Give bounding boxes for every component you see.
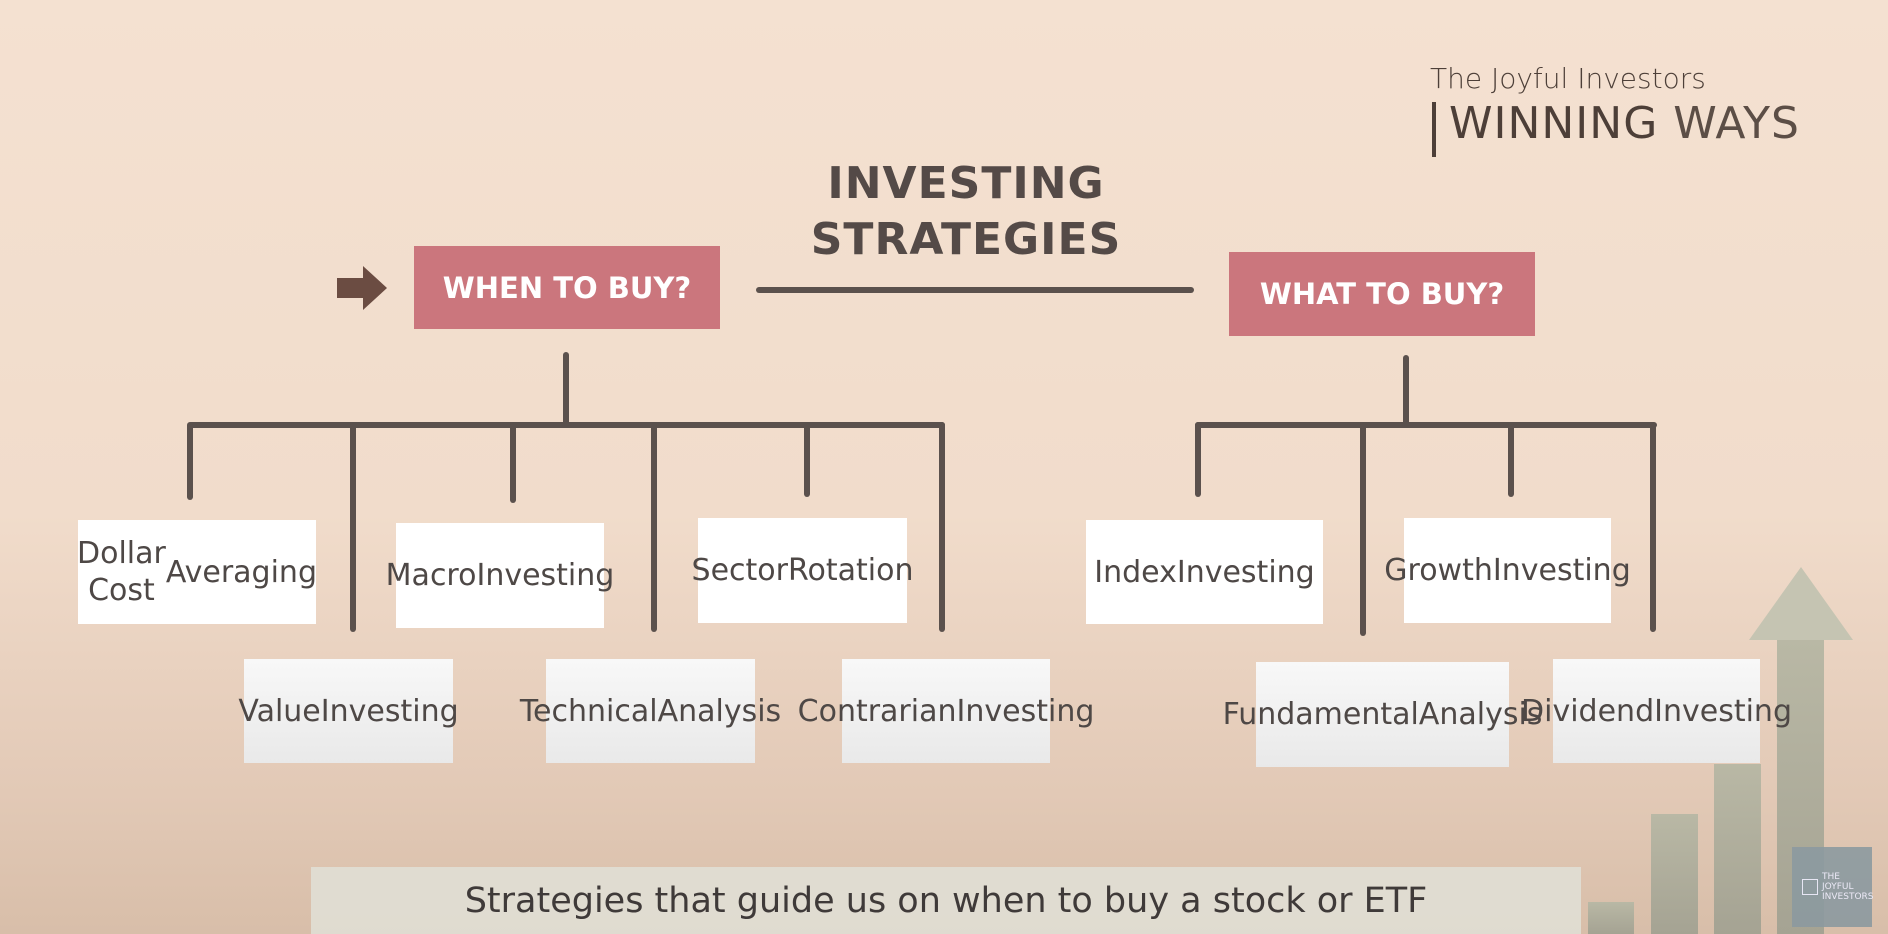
- tree-line: [563, 352, 569, 428]
- caption-subtitle: Strategies that guide us on when to buy …: [311, 867, 1581, 934]
- logo-icon: [1802, 879, 1818, 895]
- tree-line: [1360, 422, 1366, 636]
- brand-divider: [1432, 102, 1436, 157]
- tree-line: [1195, 422, 1657, 428]
- tree-line: [187, 422, 193, 500]
- page-title-line2: STRATEGIES: [810, 214, 1122, 265]
- tree-line: [510, 422, 516, 503]
- up-arrow-icon: [1749, 567, 1853, 640]
- tree-line: [651, 422, 657, 632]
- what-to-buy-header: WHAT TO BUY?: [1229, 252, 1535, 336]
- brand-tagline-thin: WAYS: [1673, 98, 1800, 149]
- tree-line: [188, 422, 945, 428]
- watermark-text: THE JOYFUL INVESTORS: [1822, 872, 1874, 902]
- pointer-arrow-icon: [337, 266, 387, 310]
- connector-line: [756, 287, 1194, 293]
- brand-name: The Joyful Investors: [1430, 62, 1706, 95]
- tree-line: [350, 422, 356, 632]
- brand-tagline: WINNING WAYS: [1449, 98, 1800, 149]
- chart-bar-decoration: [1714, 764, 1761, 934]
- chart-bar-decoration: [1651, 814, 1698, 934]
- brand-tagline-bold: WINNING: [1449, 98, 1659, 149]
- chart-bar-decoration: [1588, 902, 1634, 934]
- when-to-buy-header: WHEN TO BUY?: [414, 246, 720, 329]
- tree-line: [1508, 422, 1514, 497]
- tree-line: [1403, 355, 1409, 428]
- tree-line: [1195, 422, 1201, 497]
- tree-line: [804, 422, 810, 497]
- channel-watermark[interactable]: THE JOYFUL INVESTORS: [1792, 847, 1874, 927]
- tree-line: [939, 422, 945, 632]
- tree-line: [1650, 422, 1656, 632]
- page-title-line1: INVESTING: [827, 158, 1105, 209]
